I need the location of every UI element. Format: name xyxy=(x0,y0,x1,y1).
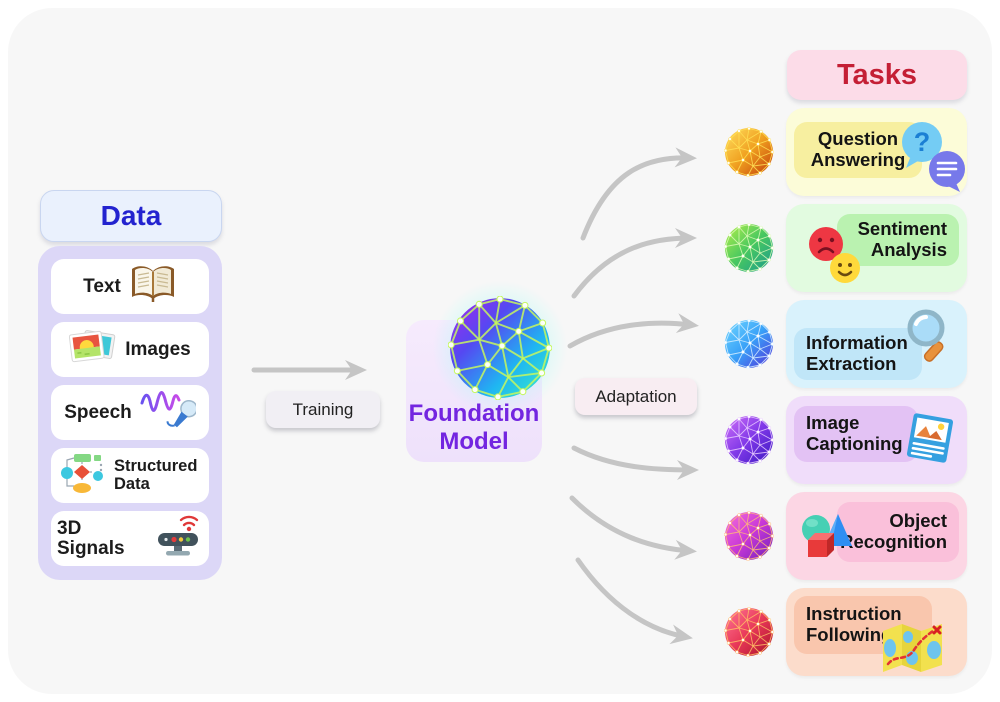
task-row-question-answering: Question Answering ? xyxy=(710,108,968,196)
adaptation-arrow-1 xyxy=(580,147,697,241)
chat-question-icon: ? xyxy=(898,120,968,201)
foundation-model-title: Foundation Model xyxy=(408,400,540,455)
task-card: Image Captioning xyxy=(786,396,967,484)
data-panel: Text xyxy=(38,246,222,580)
mesh-sphere-icon xyxy=(723,126,775,178)
photos-icon xyxy=(69,325,117,374)
depth-sensor-icon xyxy=(153,514,203,563)
task-label-box: Information Extraction xyxy=(794,328,922,380)
svg-text:?: ? xyxy=(914,127,931,157)
task-label: Image Captioning xyxy=(806,412,903,454)
data-item-images: Images xyxy=(51,322,209,377)
task-row-instruction-following: Instruction Following xyxy=(710,588,968,676)
task-card: Object Recognition xyxy=(786,492,967,580)
data-item-label: Speech xyxy=(64,401,132,423)
map-icon xyxy=(878,620,948,681)
task-label-box: Image Captioning xyxy=(794,406,918,462)
adaptation-arrow-6 xyxy=(575,557,693,645)
mesh-sphere-icon xyxy=(723,414,775,466)
task-card: Information Extraction xyxy=(786,300,967,388)
open-book-icon xyxy=(129,264,177,309)
magnifier-icon xyxy=(900,306,960,375)
data-item-3d-signals: 3D Signals xyxy=(51,511,209,566)
photo-card-icon xyxy=(904,410,962,475)
task-label-box: Sentiment Analysis xyxy=(837,214,959,266)
data-item-speech: Speech xyxy=(51,385,209,440)
emoji-faces-icon xyxy=(804,224,870,291)
task-row-image-captioning: Image Captioning xyxy=(710,396,968,484)
task-label: Object Recognition xyxy=(840,510,947,552)
data-section-title: Data xyxy=(40,190,222,242)
foundation-model-sphere-icon xyxy=(447,295,553,401)
task-label-box: Object Recognition xyxy=(837,502,959,562)
adaptation-arrow-2 xyxy=(571,228,697,299)
adaptation-arrow-4 xyxy=(571,445,699,480)
adaptation-arrow-5 xyxy=(569,495,697,560)
mesh-sphere-icon xyxy=(723,510,775,562)
data-item-label: Structured Data xyxy=(114,457,198,493)
training-label: Training xyxy=(266,391,380,428)
mesh-sphere-icon xyxy=(723,222,775,274)
task-card: Question Answering ? xyxy=(786,108,967,196)
task-row-sentiment-analysis: Sentiment Analysis xyxy=(710,204,968,292)
flowchart-icon xyxy=(60,452,106,499)
task-row-information-extraction: Information Extraction xyxy=(710,300,968,388)
mesh-sphere-icon xyxy=(723,318,775,370)
tasks-section-title: Tasks xyxy=(787,50,967,100)
3d-shapes-icon xyxy=(798,508,862,571)
task-label: Question Answering xyxy=(810,128,906,170)
task-label: Sentiment Analysis xyxy=(857,218,947,260)
adaptation-arrow-3 xyxy=(567,313,699,349)
data-item-label: Text xyxy=(83,275,121,297)
data-item-label: 3D Signals xyxy=(57,517,125,559)
task-row-object-recognition: Object Recognition xyxy=(710,492,968,580)
waveform-microphone-icon xyxy=(140,387,198,438)
adaptation-label: Adaptation xyxy=(575,378,697,415)
diagram-canvas: Data Text xyxy=(8,8,992,694)
task-label: Instruction Following xyxy=(806,603,902,645)
mesh-sphere-icon xyxy=(723,606,775,658)
data-item-text: Text xyxy=(51,259,209,314)
task-label: Information Extraction xyxy=(806,332,908,374)
data-item-structured-data: Structured Data xyxy=(51,448,209,503)
task-card: Instruction Following xyxy=(786,588,967,676)
task-label-box: Question Answering xyxy=(794,122,922,178)
task-card: Sentiment Analysis xyxy=(786,204,967,292)
data-item-label: Images xyxy=(125,338,191,360)
